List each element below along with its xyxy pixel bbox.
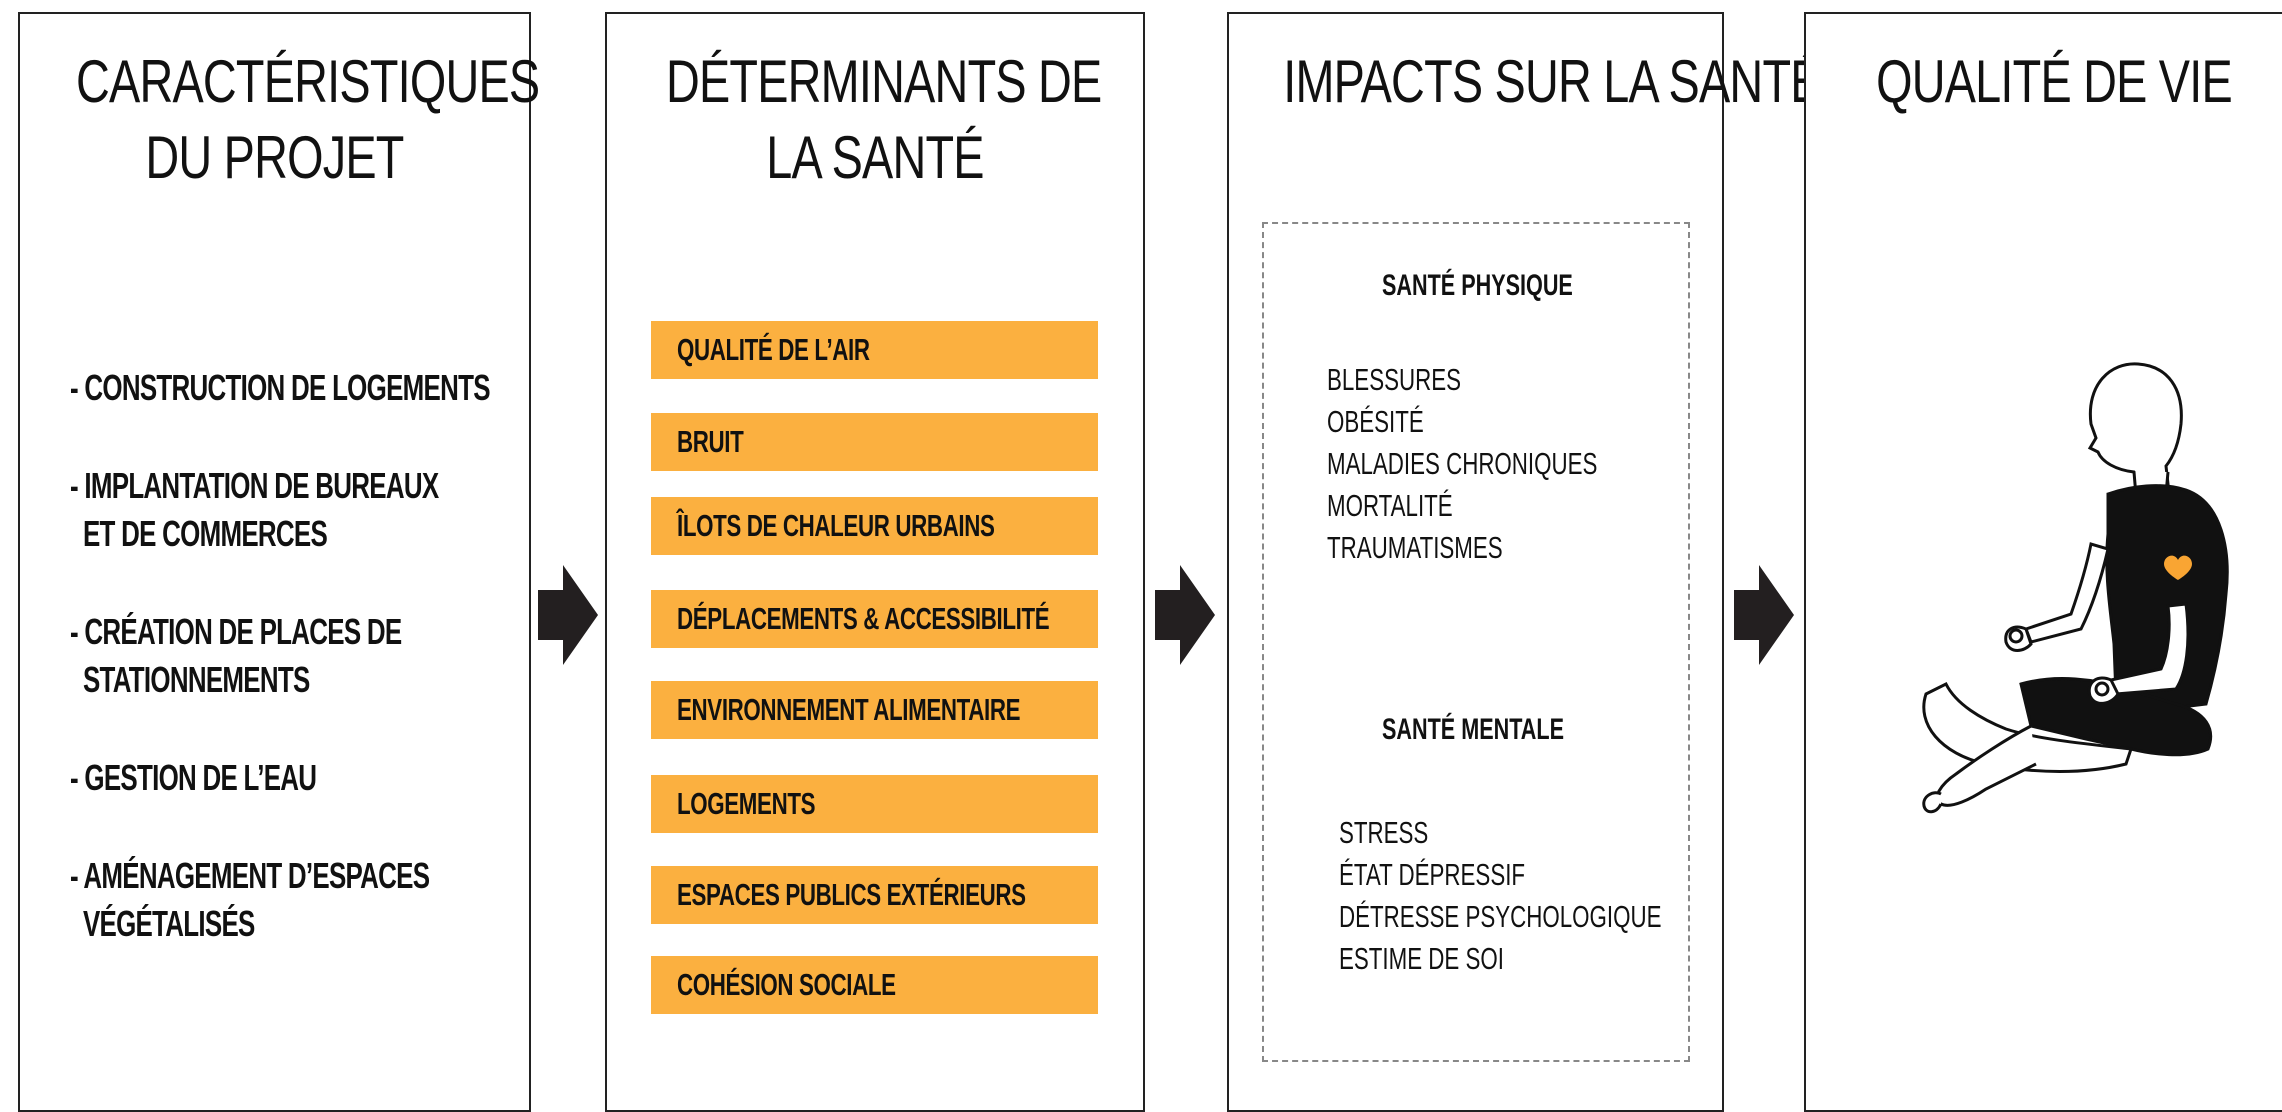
- determinant-bar: ENVIRONNEMENT ALIMENTAIRE: [651, 681, 1098, 739]
- meditating-person-icon: [1922, 362, 2229, 814]
- title-line-2: LA SANTÉ: [766, 124, 984, 191]
- impacts-dashed-box: SANTÉ PHYSIQUE BLESSURES OBÉSITÉ MALADIE…: [1262, 222, 1690, 1062]
- list-item: ESTIME DE SOI: [1339, 941, 1504, 976]
- health-impacts-column: IMPACTS SUR LA SANTÉ SANTÉ PHYSIQUE BLES…: [1227, 12, 1821, 1112]
- determinant-bar: COHÉSION SOCIALE: [651, 956, 1098, 1014]
- list-item: OBÉSITÉ: [1327, 404, 1424, 439]
- determinant-bar: BRUIT: [651, 413, 1098, 471]
- list-item: DÉTRESSE PSYCHOLOGIQUE: [1339, 899, 1662, 934]
- title-line-2: DU PROJET: [145, 124, 404, 191]
- mental-health-heading: SANTÉ MENTALE: [1382, 713, 1565, 746]
- title-line-1: IMPACTS SUR LA SANTÉ: [1283, 48, 1821, 115]
- determinant-bar: ESPACES PUBLICS EXTÉRIEURS: [651, 866, 1098, 924]
- list-item: - CONSTRUCTION DE LOGEMENTS: [70, 367, 490, 408]
- title-line-1: CARACTÉRISTIQUES: [75, 48, 540, 115]
- list-item: MORTALITÉ: [1327, 488, 1453, 523]
- list-item: MALADIES CHRONIQUES: [1327, 446, 1598, 481]
- health-determinants-title: DÉTERMINANTS DE LA SANTÉ: [665, 44, 1102, 196]
- list-item: BLESSURES: [1327, 362, 1461, 397]
- health-determinants-column: DÉTERMINANTS DE LA SANTÉ QUALITÉ DE L’AI…: [605, 12, 1145, 1112]
- arrow-right-icon: [1734, 565, 1794, 665]
- project-characteristics-list: - CONSTRUCTION DE LOGEMENTS - IMPLANTATI…: [70, 364, 653, 998]
- list-item: STRESS: [1339, 815, 1429, 850]
- title-line-1: QUALITÉ DE VIE: [1876, 48, 2233, 115]
- arrow-right-icon: [1155, 565, 1215, 665]
- physical-health-list: BLESSURES OBÉSITÉ MALADIES CHRONIQUES MO…: [1327, 359, 1703, 569]
- list-item: ÉTAT DÉPRESSIF: [1339, 857, 1526, 892]
- determinant-bar: LOGEMENTS: [651, 775, 1098, 833]
- health-impacts-title: IMPACTS SUR LA SANTÉ: [1283, 44, 1821, 120]
- title-line-1: DÉTERMINANTS DE: [665, 48, 1102, 115]
- physical-health-heading: SANTÉ PHYSIQUE: [1382, 269, 1573, 302]
- list-item: - GESTION DE L’EAU: [70, 757, 317, 798]
- determinant-bar: DÉPLACEMENTS & ACCESSIBILITÉ: [651, 590, 1098, 648]
- list-item: TRAUMATISMES: [1327, 530, 1503, 565]
- determinant-bar: ÎLOTS DE CHALEUR URBAINS: [651, 497, 1098, 555]
- heart-icon: [2164, 555, 2192, 580]
- determinant-bar: QUALITÉ DE L’AIR: [651, 321, 1098, 379]
- mental-health-list: STRESS ÉTAT DÉPRESSIF DÉTRESSE PSYCHOLOG…: [1339, 812, 1787, 980]
- project-characteristics-column: CARACTÉRISTIQUES DU PROJET - CONSTRUCTIO…: [18, 12, 540, 1112]
- quality-of-life-title: QUALITÉ DE VIE: [1861, 44, 2248, 120]
- project-characteristics-title: CARACTÉRISTIQUES DU PROJET: [75, 44, 540, 196]
- quality-of-life-column: QUALITÉ DE VIE: [1804, 12, 2282, 1112]
- arrow-right-icon: [538, 565, 598, 665]
